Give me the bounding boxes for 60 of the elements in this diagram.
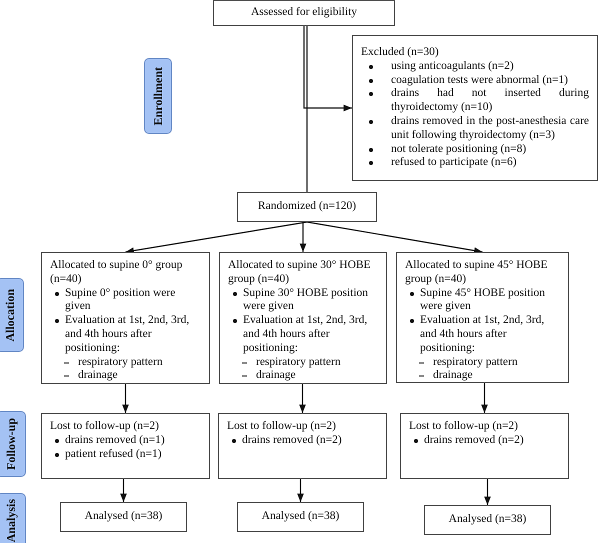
list-item: coagulation tests were abnormal (n=1) xyxy=(391,74,568,86)
list-item: refused to participate (n=6) xyxy=(391,156,517,168)
arrow xyxy=(300,222,306,252)
box-heading: Allocated to supine 45° HOBE group (n=40) xyxy=(405,259,549,287)
list-item: drains removed (n=2) xyxy=(424,434,524,446)
box-text: Analysed (n=38) xyxy=(84,510,162,524)
list-item: Supine 45° HOBE position were given xyxy=(420,286,546,312)
arrow xyxy=(297,479,304,502)
box-text: Analysed (n=38) xyxy=(262,510,340,524)
list-item: respiratory pattern xyxy=(78,356,163,368)
stage-label: Enrollment xyxy=(144,58,172,134)
arrow xyxy=(481,383,488,413)
list-item: patient refused (n=1) xyxy=(65,448,162,460)
process-box xyxy=(60,502,187,532)
follow-up-box xyxy=(218,413,387,479)
list-item: Evaluation at 1st, 2nd, 3rd, and 4th hours after positioning: xyxy=(65,314,190,354)
arrow xyxy=(125,221,308,254)
arrow xyxy=(306,221,483,254)
list-item: Supine 0° position were given xyxy=(65,286,176,312)
arrow xyxy=(120,479,127,502)
list-item: Supine 30° HOBE position were given xyxy=(243,286,368,312)
follow-up-box xyxy=(400,413,569,479)
arrow xyxy=(299,384,306,413)
arrow xyxy=(303,26,352,112)
list-item: Evaluation at 1st, 2nd, 3rd, and 4th hours after positioning: xyxy=(243,314,368,354)
list-item: respiratory pattern xyxy=(256,356,341,368)
box-text: Assessed for eligibility xyxy=(250,6,358,20)
box-heading: Allocated to supine 0° group (n=40) xyxy=(50,259,184,287)
allocation-box xyxy=(219,252,387,384)
box-heading: Lost to follow-up (n=2) xyxy=(227,420,338,434)
list-item: respiratory pattern xyxy=(433,356,518,368)
list-item: Evaluation at 1st, 2nd, 3rd, and 4th hours after positioning: xyxy=(420,314,544,354)
allocation-box xyxy=(396,252,569,383)
box-text: Analysed (n=38) xyxy=(448,513,526,527)
list-item: using anticoagulants (n=2) xyxy=(391,60,514,72)
list-item: drainage xyxy=(433,369,473,382)
allocation-box xyxy=(41,252,210,384)
process-box xyxy=(213,0,395,26)
arrow xyxy=(122,384,129,413)
box-heading: Lost to follow-up (n=2) xyxy=(50,420,160,434)
stage-label: Analysis xyxy=(0,493,26,543)
list-item: drains removed (n=1) xyxy=(65,434,165,446)
list-item: drainage xyxy=(256,369,296,382)
follow-up-box xyxy=(41,413,210,479)
process-box xyxy=(237,502,364,532)
box-text: Randomized (n=120) xyxy=(258,200,356,214)
stage-label: Follow-up xyxy=(0,411,26,477)
stage-label: Allocation xyxy=(0,278,24,352)
list-item: drainage xyxy=(78,369,118,382)
box-heading: Allocated to supine 30° HOBE group (n=40) xyxy=(228,259,372,287)
list-item: drains removed (n=2) xyxy=(242,434,342,446)
process-box xyxy=(237,192,377,222)
process-box xyxy=(424,505,551,535)
box-heading: Excluded (n=30) xyxy=(361,46,440,60)
list-item: drains had not inserted during thyroidectomy (n=10) xyxy=(391,87,589,114)
arrow xyxy=(484,479,491,505)
list-item: not tolerate positioning (n=8) xyxy=(391,142,526,155)
list-item: drains removed in the post-anesthesia care unit following thyroidectomy (n=3) xyxy=(391,114,589,141)
box-heading: Lost to follow-up (n=2) xyxy=(409,420,520,434)
exclusion-box xyxy=(352,35,598,181)
